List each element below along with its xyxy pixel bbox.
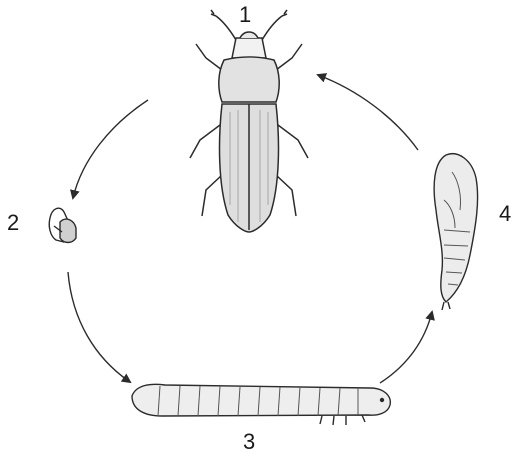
arrow-egg-to-larva [68,272,130,382]
stage-label-pupa: 4 [499,203,511,225]
arrow-adult-to-egg [73,100,148,198]
pupa-icon [434,154,477,310]
stage-label-adult: 1 [239,4,251,26]
larva-icon [132,384,390,425]
stage-label-egg: 2 [7,212,19,234]
arrow-pupa-to-adult [318,75,418,150]
stage-label-larva: 3 [243,431,255,453]
egg-icon [49,208,76,242]
arrow-larva-to-pupa [380,312,432,383]
adult-beetle-icon [190,10,308,232]
